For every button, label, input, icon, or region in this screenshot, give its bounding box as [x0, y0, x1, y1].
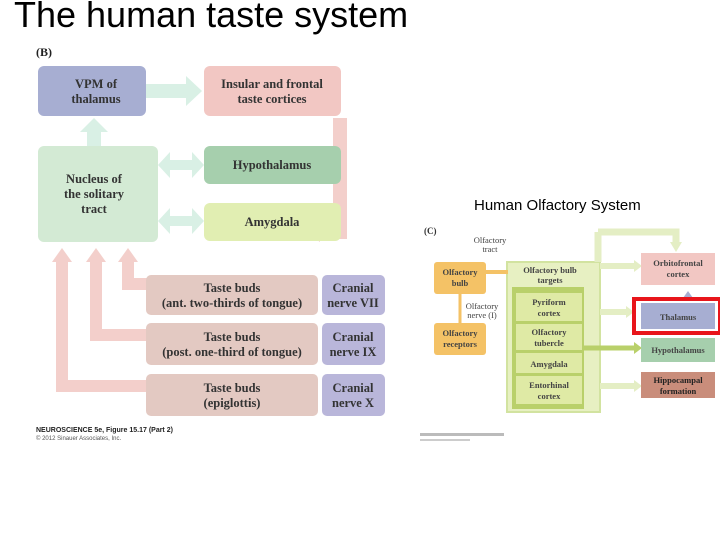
- hippocampal-formation-box: Hippocampal formation: [641, 372, 715, 398]
- buds2-line-2: (post. one-third of tongue): [162, 345, 302, 359]
- taste-panel-label: (B): [36, 45, 52, 59]
- nucleus-amygdala-arrow: [158, 208, 204, 234]
- nucleus-hypothalamus-arrow: [158, 152, 204, 178]
- nerve2-line-2: nerve IX: [330, 345, 377, 359]
- insular-cortex-box: Insular and frontal taste cortices: [204, 66, 341, 116]
- olfactory-thalamus-box: Thalamus: [641, 303, 715, 329]
- vpm-thalamus-box: VPM of thalamus: [38, 66, 146, 116]
- vpm-line-2: thalamus: [71, 92, 120, 106]
- olfactory-receptors-box: Olfactory receptors: [434, 323, 486, 355]
- targets-line-2: targets: [537, 275, 563, 285]
- olf-thalamus-label: Thalamus: [660, 312, 697, 322]
- taste-credit-copy: © 2012 Sinauer Associates, Inc.: [36, 435, 121, 442]
- taste-credit-title: NEUROSCIENCE 5e, Figure 15.17 (Part 2): [36, 427, 173, 434]
- entorhinal-line-1: Entorhinal: [529, 380, 569, 390]
- olfactory-credit-mark: [420, 433, 504, 436]
- nerve1-line-2: nerve VII: [327, 296, 379, 310]
- olf-hypothalamus-label: Hypothalamus: [651, 345, 705, 355]
- tract-line-2: tract: [482, 244, 498, 254]
- taste-buds-row-3: Taste buds (epiglottis) Cranial nerve X: [146, 374, 385, 416]
- hippocampal-line-1: Hippocampal: [653, 375, 703, 385]
- olfactory-credit-mark-2: [420, 439, 470, 441]
- taste-buds-row-1: Taste buds (ant. two-thirds of tongue) C…: [146, 275, 385, 315]
- bulb-line-1: Olfactory: [443, 267, 479, 277]
- olfactory-amygdala-box: Amygdala: [516, 353, 582, 373]
- receptors-line-2: receptors: [443, 339, 478, 349]
- nerve-line-2: nerve (I): [467, 310, 497, 320]
- pyriform-cortex-box: Pyriform cortex: [516, 293, 582, 321]
- entorhinal-line-2: cortex: [538, 391, 561, 401]
- bulb-line-2: bulb: [452, 278, 469, 288]
- pyriform-line-2: cortex: [538, 308, 561, 318]
- nerve1-line-1: Cranial: [333, 281, 375, 295]
- olfactory-heading: Human Olfactory System: [474, 197, 641, 214]
- receptors-line-1: Olfactory: [443, 328, 479, 338]
- targets-line-1: Olfactory bulb: [523, 265, 577, 275]
- nerve-line-1: Olfactory: [466, 301, 499, 311]
- buds3-line-2: (epiglottis): [204, 396, 261, 410]
- orbitofrontal-line-2: cortex: [667, 269, 690, 279]
- nucleus-line-1: Nucleus of: [66, 172, 123, 186]
- nucleus-line-3: tract: [81, 202, 108, 216]
- buds2-line-1: Taste buds: [204, 330, 261, 344]
- amygdala-box: Amygdala: [204, 203, 341, 241]
- olfactory-tubercle-box: Olfactory tubercle: [516, 324, 582, 350]
- nucleus-solitary-tract-box: Nucleus of the solitary tract: [38, 146, 158, 242]
- buds3-line-1: Taste buds: [204, 381, 261, 395]
- olf-amygdala-label: Amygdala: [530, 359, 568, 369]
- hypothalamus-label: Hypothalamus: [233, 158, 312, 172]
- taste-buds-row-2: Taste buds (post. one-third of tongue) C…: [146, 323, 385, 365]
- olfactory-hypothalamus-box: Hypothalamus: [641, 338, 715, 362]
- amygdala-label: Amygdala: [245, 215, 301, 229]
- olfactory-panel-label: (C): [424, 226, 437, 236]
- thalamus-to-cortex-arrow: [683, 291, 693, 298]
- hypothalamus-box: Hypothalamus: [204, 146, 341, 184]
- buds1-line-1: Taste buds: [204, 281, 261, 295]
- nucleus-line-2: the solitary: [64, 187, 125, 201]
- tract-line-1: Olfactory: [474, 235, 507, 245]
- nerve3-line-1: Cranial: [333, 381, 375, 395]
- insular-line-1: Insular and frontal: [221, 77, 323, 91]
- orbitofrontal-cortex-box: Orbitofrontal cortex: [641, 253, 715, 285]
- buds1-line-2: (ant. two-thirds of tongue): [162, 296, 302, 310]
- tubercle-line-2: tubercle: [534, 338, 564, 348]
- vpm-line-1: VPM of: [75, 77, 118, 91]
- thalamus-highlight: [632, 297, 720, 335]
- tubercle-line-1: Olfactory: [532, 327, 568, 337]
- hippocampal-line-2: formation: [660, 386, 697, 396]
- nucleus-to-vpm-arrow: [80, 118, 108, 148]
- vpm-to-insular-arrow: [145, 76, 202, 106]
- nerve3-line-2: nerve X: [332, 396, 374, 410]
- orbitofrontal-line-1: Orbitofrontal: [653, 258, 703, 268]
- nerve2-line-1: Cranial: [333, 330, 375, 344]
- targets-to-cortex-arrows: [582, 260, 642, 392]
- entorhinal-cortex-box: Entorhinal cortex: [516, 376, 582, 404]
- slide-title: The human taste system: [14, 0, 409, 35]
- olfactory-bulb-box: Olfactory bulb: [434, 262, 486, 294]
- pyriform-line-1: Pyriform: [532, 297, 566, 307]
- insular-line-2: taste cortices: [237, 92, 306, 106]
